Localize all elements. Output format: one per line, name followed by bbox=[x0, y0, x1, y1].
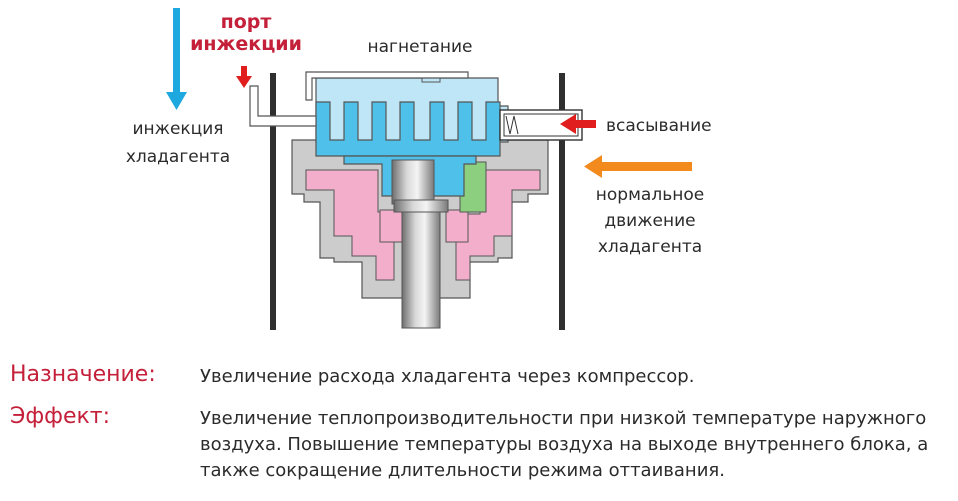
purpose-label: Назначение: bbox=[10, 362, 156, 387]
suction-label: всасывание bbox=[606, 116, 712, 136]
purpose-text: Увеличение расхода хладагента через комп… bbox=[200, 366, 695, 387]
pink-bearing-left bbox=[379, 209, 403, 243]
effect-text: Увеличение теплопроизводительности при н… bbox=[200, 408, 929, 481]
shell-left-wall bbox=[270, 73, 276, 330]
refrigerant-injection-label-2: хладагента bbox=[126, 147, 230, 167]
effect-label: Эффект: bbox=[10, 404, 111, 429]
suction-arrow bbox=[560, 114, 596, 134]
injection-port-arrow bbox=[236, 66, 252, 88]
normal-flow-label: нормальное bbox=[596, 185, 704, 205]
suction-spring bbox=[505, 115, 519, 135]
injection-port-label: порт bbox=[221, 11, 272, 33]
pink-bearing-right bbox=[445, 209, 469, 243]
injection-pipe bbox=[249, 85, 317, 127]
crank-pin bbox=[391, 159, 435, 205]
normal-flow-label-3: хладагента bbox=[598, 237, 702, 257]
shell-right-wall bbox=[559, 73, 565, 330]
pink-part-left bbox=[305, 169, 395, 281]
crank-shaft bbox=[401, 203, 441, 329]
pink-part-right bbox=[455, 169, 541, 281]
normal-flow-label-2: движение bbox=[604, 211, 695, 231]
refrigerant-injection-arrow bbox=[166, 8, 187, 110]
compressor-diagram: порт инжекции нагнетание инжекция хладаг… bbox=[126, 8, 712, 330]
refrigerant-injection-label: инжекция bbox=[132, 119, 223, 139]
injection-port-label-2: инжекции bbox=[190, 33, 302, 55]
orbiting-scroll bbox=[315, 101, 501, 157]
normal-flow-arrow bbox=[584, 155, 692, 178]
discharge-pipe bbox=[305, 71, 469, 101]
shaft-collar bbox=[393, 199, 449, 213]
discharge-label: нагнетание bbox=[368, 37, 473, 57]
